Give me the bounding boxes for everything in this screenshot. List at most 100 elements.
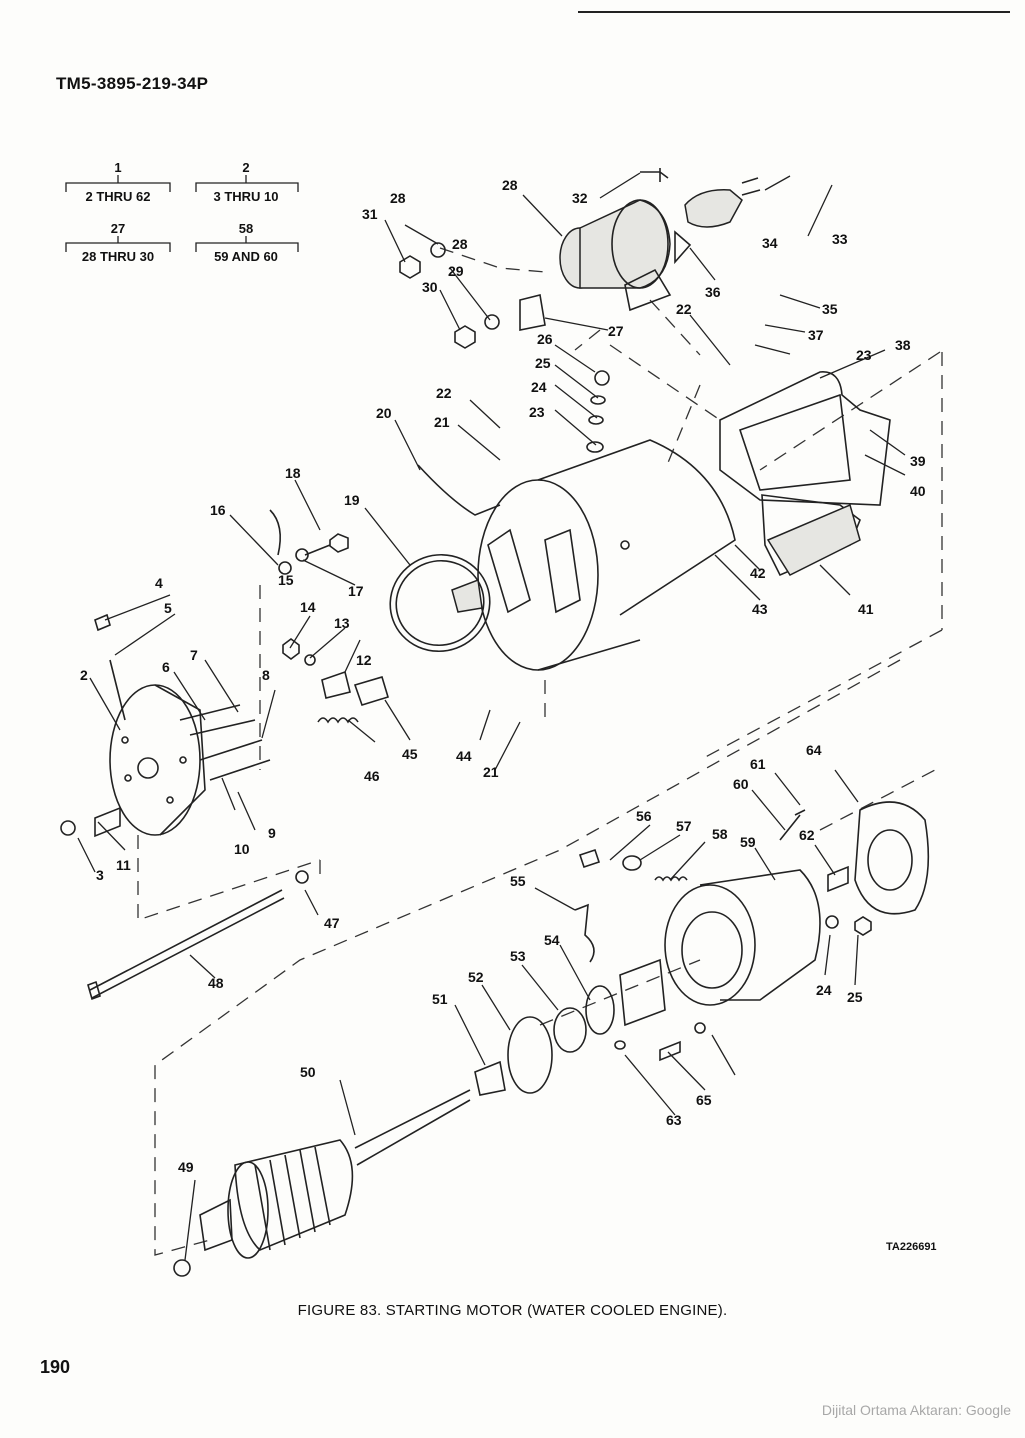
callout-number: 48	[208, 975, 224, 991]
legend-parent: 1	[114, 160, 121, 175]
solenoid-assembly	[559, 168, 761, 312]
callout-number: 30	[422, 279, 438, 295]
callout-number: 43	[752, 601, 768, 617]
callout-number: 46	[364, 768, 380, 784]
callout-number: 41	[858, 601, 874, 617]
callout-number: 34	[762, 235, 778, 251]
callout-number: 51	[432, 991, 448, 1007]
top-rule	[578, 11, 1010, 13]
legend-parent: 58	[239, 221, 253, 236]
callout-number: 65	[696, 1092, 712, 1108]
commutator-end-frame	[60, 613, 271, 838]
callout-number: 20	[376, 405, 392, 421]
callout-number: 47	[324, 915, 340, 931]
callout-number: 24	[816, 982, 832, 998]
callout-number: 3	[96, 867, 104, 883]
legend-parent: 27	[111, 221, 125, 236]
legend-entry: 58 59 AND 60	[195, 221, 299, 264]
page-number: 190	[40, 1357, 71, 1377]
legend-entry: 2 3 THRU 10	[195, 160, 299, 204]
callout-number: 54	[544, 932, 560, 948]
callout-number: 28	[452, 236, 468, 252]
callout-number: 14	[300, 599, 316, 615]
callout-number: 62	[799, 827, 815, 843]
callout-number: 9	[268, 825, 276, 841]
callout-number: 55	[510, 873, 526, 889]
callout-labels: 2 3 4 5 6 7 8 9 10 11 12 13 14 15 16 17 …	[80, 177, 926, 1175]
gasket	[854, 801, 930, 915]
callout-number: 10	[234, 841, 250, 857]
callout-leaders	[77, 172, 906, 1261]
callout-number: 25	[847, 989, 863, 1005]
figure-code: TA226691	[886, 1241, 937, 1253]
callout-number: 15	[278, 572, 294, 588]
armature	[173, 1089, 471, 1277]
legend-block: 1 2 THRU 62 2 3 THRU 10 27 28 THRU 30 58…	[65, 160, 299, 264]
callout-number: 45	[402, 746, 418, 762]
callout-number: 22	[436, 385, 452, 401]
brushes-and-springs	[269, 464, 501, 724]
callout-number: 56	[636, 808, 652, 824]
drive-housing	[578, 809, 872, 1006]
callout-number: 63	[666, 1112, 682, 1128]
callout-number: 38	[895, 337, 911, 353]
callout-number: 21	[483, 764, 499, 780]
callout-number: 25	[535, 355, 551, 371]
brush-ring	[389, 553, 491, 653]
field-coils	[719, 371, 891, 577]
legend-range: 28 THRU 30	[82, 249, 154, 264]
callout-number: 64	[806, 742, 822, 758]
field-frame-housing	[477, 439, 736, 671]
callout-number: 28	[390, 190, 406, 206]
callout-number: 28	[502, 177, 518, 193]
callout-number: 40	[910, 483, 926, 499]
callout-number: 49	[178, 1159, 194, 1175]
callout-number: 12	[356, 652, 372, 668]
callout-number: 2	[80, 667, 88, 683]
callout-number: 23	[856, 347, 872, 363]
callout-number: 39	[910, 453, 926, 469]
callout-number: 58	[712, 826, 728, 842]
callout-number: 13	[334, 615, 350, 631]
callout-number: 19	[344, 492, 360, 508]
callout-number: 18	[285, 465, 301, 481]
callout-number: 4	[155, 575, 163, 591]
callout-number: 61	[750, 756, 766, 772]
callout-number: 60	[733, 776, 749, 792]
callout-number: 8	[262, 667, 270, 683]
legend-range: 3 THRU 10	[213, 189, 278, 204]
callout-number: 59	[740, 834, 756, 850]
callout-number: 31	[362, 206, 378, 222]
legend-range: 2 THRU 62	[85, 189, 150, 204]
callout-number: 33	[832, 231, 848, 247]
document-id: TM5-3895-219-34P	[56, 74, 209, 93]
digitization-watermark: Dijital Ortama Aktaran: Google	[821, 1402, 1011, 1418]
legend-entry: 27 28 THRU 30	[65, 221, 171, 264]
assembly-guide-lines	[137, 247, 943, 1256]
callout-number: 29	[448, 263, 464, 279]
callout-number: 7	[190, 647, 198, 663]
figure-caption: FIGURE 83. STARTING MOTOR (WATER COOLED …	[297, 1302, 728, 1319]
callout-number: 17	[348, 583, 364, 599]
legend-entry: 1 2 THRU 62	[65, 160, 171, 204]
callout-number: 5	[164, 600, 172, 616]
callout-number: 21	[434, 414, 450, 430]
callout-number: 26	[537, 331, 553, 347]
callout-number: 22	[676, 301, 692, 317]
callout-number: 36	[705, 284, 721, 300]
callout-number: 35	[822, 301, 838, 317]
callout-number: 52	[468, 969, 484, 985]
callout-number: 23	[529, 404, 545, 420]
legend-range: 59 AND 60	[214, 249, 278, 264]
legend-parent: 2	[242, 160, 249, 175]
callout-number: 24	[531, 379, 547, 395]
callout-number: 16	[210, 502, 226, 518]
callout-number: 27	[608, 323, 624, 339]
callout-number: 37	[808, 327, 824, 343]
nuts-and-washers-upper	[399, 242, 610, 453]
callout-number: 42	[750, 565, 766, 581]
callout-number: 32	[572, 190, 588, 206]
callout-number: 44	[456, 748, 472, 764]
callout-number: 6	[162, 659, 170, 675]
